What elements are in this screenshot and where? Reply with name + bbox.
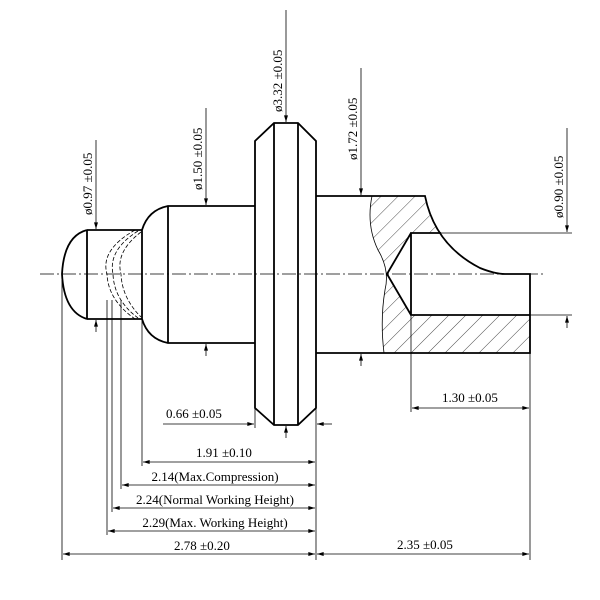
flange [254, 122, 317, 426]
dim-text: 2.78 ±0.20 [174, 538, 230, 553]
plunger-head [141, 205, 255, 344]
dim-text: ø0.97 ±0.05 [80, 153, 95, 215]
dim-text: 2.29(Max. Working Height) [142, 515, 287, 530]
dim-text: 1.30 ±0.05 [442, 390, 498, 405]
dim-hole-depth: 1.30 ±0.05 [412, 390, 529, 410]
dim-text: 2.14(Max.Compression) [151, 469, 278, 484]
barrel [316, 195, 531, 354]
dim-dia-hole: ø0.90 ±0.05 [425, 128, 572, 328]
plunger-tip [61, 229, 142, 320]
dim-free-length: 2.78 ±0.20 [63, 538, 315, 556]
dim-text: ø0.90 ±0.05 [551, 156, 566, 218]
dim-text: ø1.72 ±0.05 [345, 98, 360, 160]
dim-max-compression: 2.14(Max.Compression) [121, 469, 315, 487]
dim-dia-head: ø1.50 ±0.05 [190, 108, 208, 356]
dim-normal-working-height: 2.24(Normal Working Height) [113, 492, 315, 510]
extension-lines [61, 280, 531, 560]
dim-max-working-height: 2.29(Max. Working Height) [108, 515, 315, 533]
dim-text: 0.66 ±0.05 [166, 406, 222, 421]
dim-plunger-length: 1.91 ±0.10 [143, 445, 315, 464]
dim-text: ø3.32 ±0.05 [270, 50, 285, 112]
dim-dia-tip: ø0.97 ±0.05 [80, 140, 98, 332]
dim-barrel-length: 2.35 ±0.05 [317, 537, 529, 556]
dim-text: 2.35 ±0.05 [397, 537, 453, 552]
dim-text: 1.91 ±0.10 [196, 445, 252, 460]
dim-text: ø1.50 ±0.05 [190, 128, 205, 190]
dim-dia-barrel: ø1.72 ±0.05 [345, 68, 363, 366]
dim-dia-flange: ø3.32 ±0.05 [270, 10, 288, 438]
dim-text: 2.24(Normal Working Height) [136, 492, 294, 507]
dim-flange-thickness: 0.66 ±0.05 [163, 406, 332, 426]
